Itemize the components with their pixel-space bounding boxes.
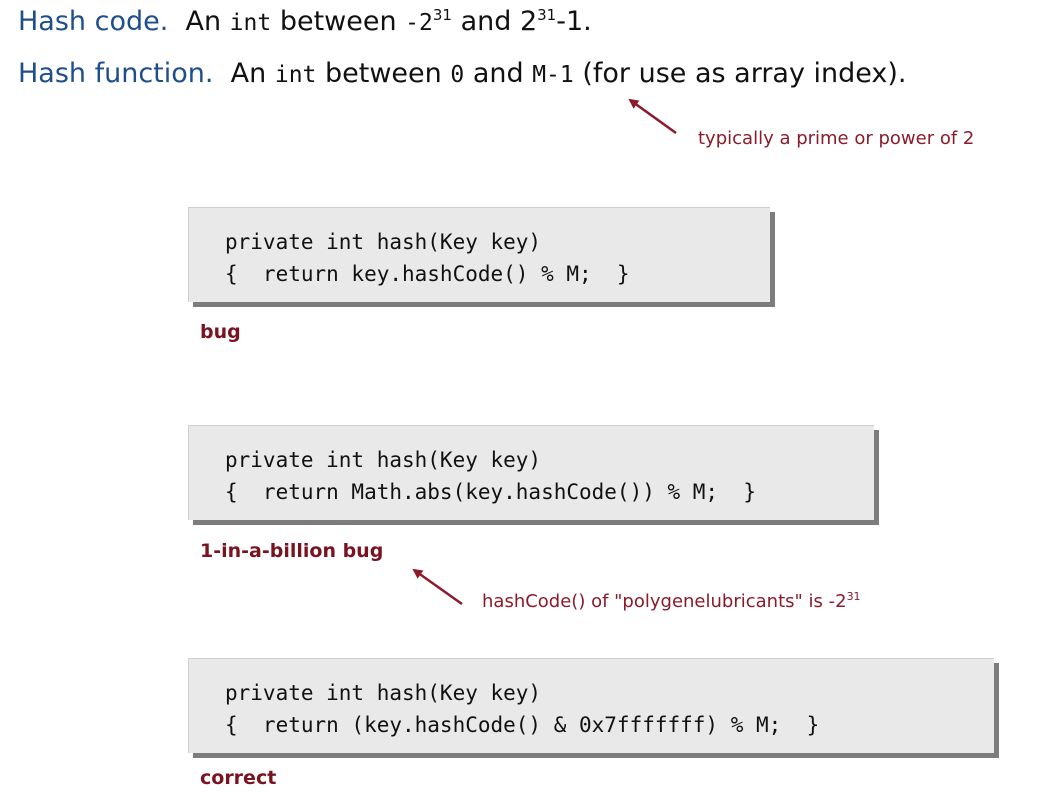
code-block-bug: private int hash(Key key) { return key.ha… [188, 207, 770, 302]
hashcode-annotation: hashCode() of "polygenelubricants" is -2… [482, 591, 861, 612]
caption-bug: bug [200, 321, 241, 343]
neg-exponent: 31 [432, 6, 452, 24]
caption-billion-bug: 1-in-a-billion bug [200, 540, 384, 562]
code-line: private int hash(Key key) [225, 448, 542, 472]
code-line: private int hash(Key key) [225, 230, 542, 254]
code-m-minus-1: M-1 [532, 62, 574, 88]
text: An [230, 58, 267, 89]
code-zero: 0 [450, 62, 465, 88]
code-block-correct: private int hash(Key key) { return (key.h… [188, 658, 994, 753]
text: between [279, 6, 397, 37]
pos-suffix: -1. [556, 6, 592, 37]
code-line: private int hash(Key key) [225, 681, 542, 705]
caption-correct: correct [200, 767, 277, 789]
text: between [325, 58, 442, 89]
code-line: { return Math.abs(key.hashCode()) % M; } [225, 480, 757, 504]
code-block-abs-bug: private int hash(Key key) { return Math.a… [188, 425, 874, 520]
text: and [472, 58, 524, 89]
text: and [460, 6, 512, 37]
code-int: int [274, 62, 317, 88]
pos-base: 2 [519, 6, 538, 37]
hashcode-arrow [412, 568, 463, 606]
prime-annotation: typically a prime or power of 2 [698, 128, 975, 149]
hash-function-definition: Hash function. An int between 0 and M-1 … [18, 60, 907, 87]
pos-exponent: 31 [537, 6, 557, 24]
hashcode-annotation-exponent: 31 [846, 590, 861, 603]
hash-code-term: Hash code. [18, 6, 169, 37]
prime-arrow [628, 98, 677, 135]
text: An [185, 6, 222, 37]
neg-base: -2 [405, 10, 433, 36]
code-int: int [229, 10, 272, 36]
hash-code-definition: Hash code. An int between -231 and 231-1… [18, 6, 592, 37]
code-line: { return (key.hashCode() & 0x7fffffff) %… [225, 713, 820, 737]
code-line: { return key.hashCode() % M; } [225, 262, 630, 286]
hashcode-annotation-text: hashCode() of "polygenelubricants" is -2 [482, 591, 847, 612]
text: (for use as array index). [582, 58, 907, 89]
hash-function-term: Hash function. [18, 58, 214, 89]
